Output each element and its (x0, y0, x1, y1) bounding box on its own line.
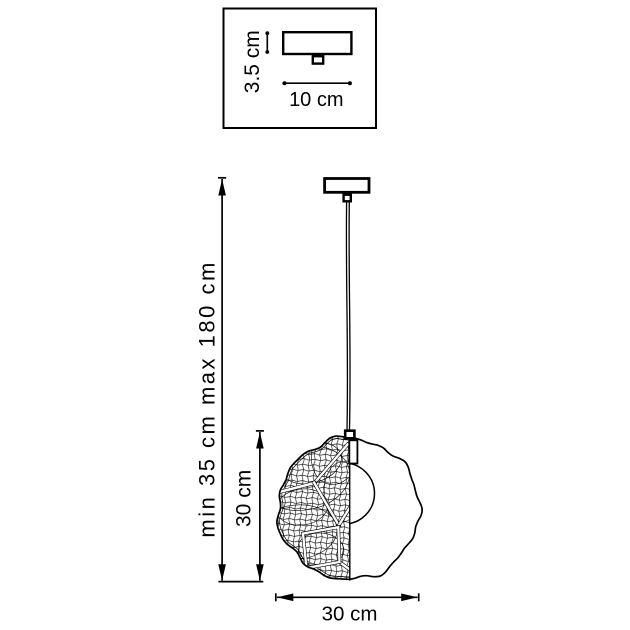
svg-text:3.5 cm: 3.5 cm (241, 30, 264, 93)
svg-text:min 35 cm max 180 cm: min 35 cm max 180 cm (195, 260, 220, 537)
svg-text:10 cm: 10 cm (289, 89, 343, 111)
svg-text:30 cm: 30 cm (322, 602, 378, 625)
svg-text:30 cm: 30 cm (233, 470, 256, 527)
